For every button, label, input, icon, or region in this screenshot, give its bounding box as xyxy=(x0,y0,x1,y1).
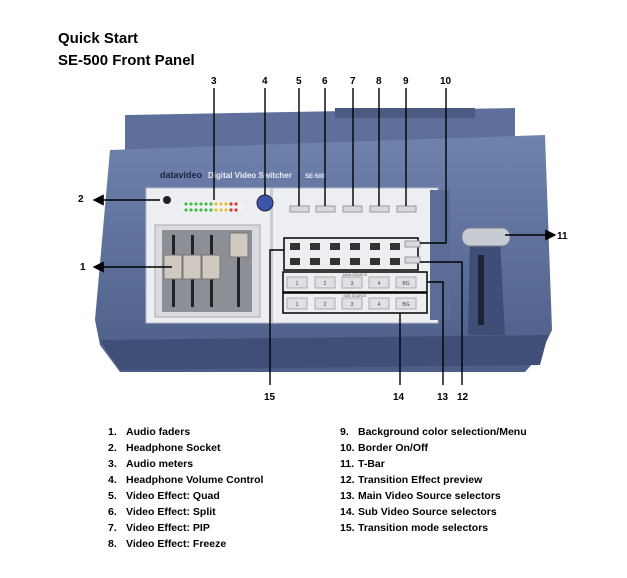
legend-item: 2.Headphone Socket xyxy=(108,442,221,454)
svg-text:9: 9 xyxy=(403,76,409,87)
main-source-1[interactable] xyxy=(286,276,308,289)
svg-text:3: 3 xyxy=(351,281,354,287)
svg-text:4: 4 xyxy=(378,302,381,308)
sub-source-bg[interactable] xyxy=(395,297,417,310)
sub-source-4[interactable] xyxy=(368,297,390,310)
brand-logo: datavideo xyxy=(160,170,203,180)
callout-numbers: 1 2 3 4 5 6 7 8 9 10 11 12 13 14 15 xyxy=(78,76,568,403)
switcher-device: datavideo Digital Video Switcher SE-500 xyxy=(95,108,552,372)
legend-item: 14.Sub Video Source selectors xyxy=(340,506,497,518)
legend-item: 5.Video Effect: Quad xyxy=(108,490,220,502)
device-model: SE-500 xyxy=(305,174,326,180)
svg-text:7: 7 xyxy=(350,76,356,87)
audio-meters xyxy=(182,202,242,212)
svg-text:2: 2 xyxy=(324,281,327,287)
legend-item: 6.Video Effect: Split xyxy=(108,506,216,518)
border-button[interactable] xyxy=(404,240,421,248)
legend-item: 12.Transition Effect preview xyxy=(340,474,483,486)
legend-item: 3.Audio meters xyxy=(108,458,194,470)
t-bar[interactable] xyxy=(461,227,511,335)
page-title: Quick Start xyxy=(58,30,139,47)
callout-lines xyxy=(92,88,557,385)
preview-button[interactable] xyxy=(404,256,421,264)
legend-item: 7.Video Effect: PIP xyxy=(108,522,210,534)
svg-text:15: 15 xyxy=(264,392,276,403)
audio-faders[interactable] xyxy=(154,224,261,318)
svg-text:14: 14 xyxy=(393,392,405,403)
legend-item: 8.Video Effect: Freeze xyxy=(108,538,227,550)
svg-text:2: 2 xyxy=(78,194,84,205)
svg-text:3: 3 xyxy=(211,76,217,87)
svg-text:2: 2 xyxy=(324,302,327,308)
legend-item: 9.Background color selection/Menu xyxy=(340,426,527,438)
svg-text:1: 1 xyxy=(296,302,299,308)
svg-text:10: 10 xyxy=(440,76,452,87)
svg-text:BG: BG xyxy=(402,281,409,287)
legend-item: 10.Border On/Off xyxy=(340,442,428,454)
svg-text:5: 5 xyxy=(296,76,302,87)
svg-text:4: 4 xyxy=(262,76,268,87)
video-effect-buttons[interactable] xyxy=(289,205,417,213)
svg-text:1: 1 xyxy=(296,281,299,287)
legend-item: 13.Main Video Source selectors xyxy=(340,490,501,502)
page-subtitle: SE-500 Front Panel xyxy=(58,52,195,69)
legend-item: 11.T-Bar xyxy=(340,458,385,470)
sub-source-3[interactable] xyxy=(341,297,363,310)
legend-item: 1.Audio faders xyxy=(108,426,191,438)
main-source-selectors: MAIN SOURCE 1 2 3 4 BG xyxy=(282,271,428,293)
svg-text:13: 13 xyxy=(437,392,449,403)
svg-text:11: 11 xyxy=(557,231,568,242)
front-panel-diagram: datavideo Digital Video Switcher SE-500 xyxy=(78,76,568,403)
legend-item: 4.Headphone Volume Control xyxy=(108,474,264,486)
main-source-label: MAIN SOURCE xyxy=(343,273,368,277)
transition-mode-selectors[interactable] xyxy=(283,237,419,271)
main-source-4[interactable] xyxy=(368,276,390,289)
headphone-volume-knob[interactable] xyxy=(256,194,274,212)
main-source-3[interactable] xyxy=(341,276,363,289)
svg-text:8: 8 xyxy=(376,76,382,87)
sub-source-label: SUB SOURCE xyxy=(343,294,367,298)
svg-text:BG: BG xyxy=(402,302,409,308)
svg-text:3: 3 xyxy=(351,302,354,308)
sub-source-selectors: SUB SOURCE 1 2 3 4 BG xyxy=(282,292,428,314)
main-source-bg[interactable] xyxy=(395,276,417,289)
legend-item: 15.Transition mode selectors xyxy=(340,522,489,534)
main-source-2[interactable] xyxy=(314,276,336,289)
headphone-socket[interactable] xyxy=(163,196,171,204)
svg-text:4: 4 xyxy=(378,281,381,287)
sub-source-2[interactable] xyxy=(314,297,336,310)
device-model-name: Digital Video Switcher xyxy=(208,171,292,180)
svg-text:6: 6 xyxy=(322,76,328,87)
sub-source-1[interactable] xyxy=(286,297,308,310)
svg-text:12: 12 xyxy=(457,392,469,403)
svg-text:1: 1 xyxy=(80,262,86,273)
